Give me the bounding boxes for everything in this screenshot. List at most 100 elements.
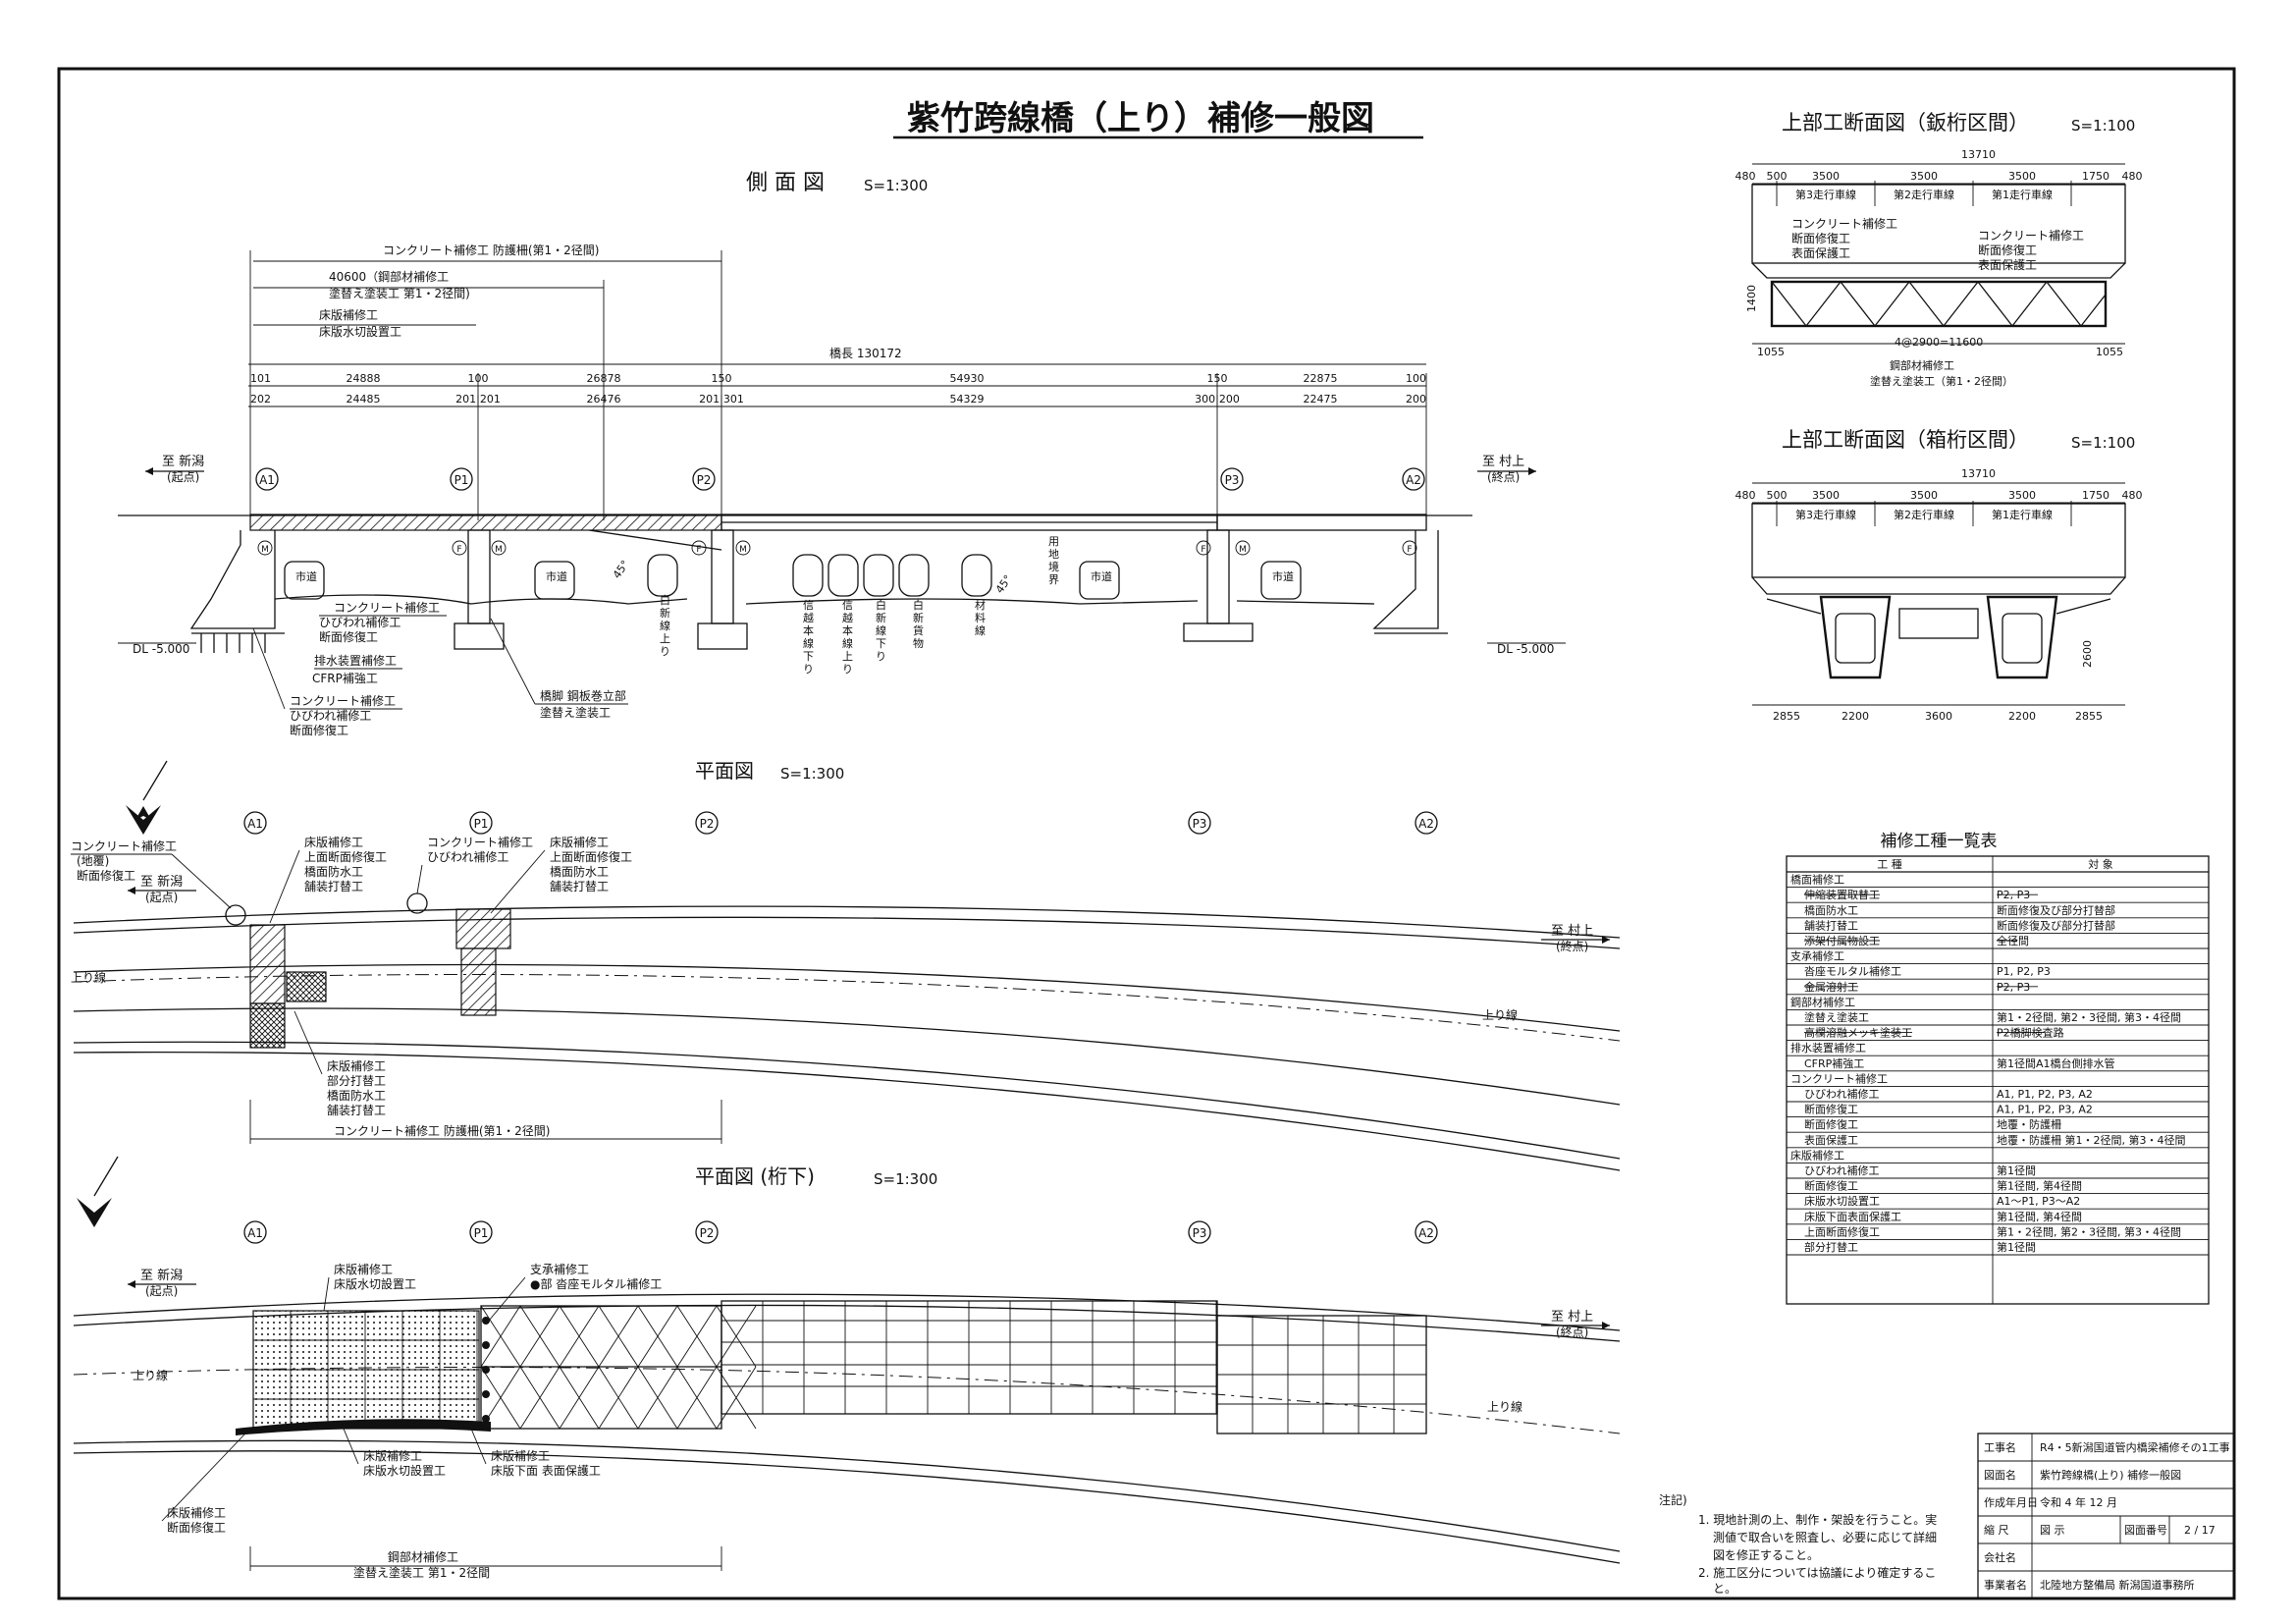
note-1-a: 1. 現地計測の上、制作・架設を行うこと。実 [1698, 1512, 1937, 1527]
section-box-scale: S=1:100 [2071, 434, 2135, 452]
rail-line-label: 白新線上り [660, 593, 670, 658]
under-edge-4 [73, 1450, 1621, 1564]
plate-callout-right-c: 表面保護工 [1978, 257, 2037, 272]
callout-5-a: 橋脚 鋼板巻立部 [540, 688, 626, 703]
title-block-value: 図 示 [2040, 1524, 2065, 1537]
ground-profile-1 [274, 594, 688, 605]
plan-under-scale: S=1:300 [874, 1170, 937, 1188]
section-dim: 3500 [1910, 489, 1938, 502]
under-dim-a: 鋼部材補修工 [388, 1549, 458, 1564]
section-dim: 500 [1767, 170, 1788, 183]
support-circle [469, 1220, 493, 1244]
plan-arrow-niigata-head [128, 887, 135, 894]
arrow-niigata-head [145, 467, 153, 475]
section-dim: 3500 [1812, 170, 1840, 183]
plan-origin: (起点) [145, 891, 178, 904]
plan-under-heading: 平面図 (桁下) [695, 1164, 815, 1188]
under-span-3 [721, 1300, 1218, 1415]
table-row-type: 床版水切設置工 [1804, 1194, 1880, 1208]
table-row-type: 沓座モルタル補修工 [1804, 964, 1901, 978]
table-row-target: 第1径間 [1997, 1240, 2036, 1254]
plan-p1-leader [416, 864, 423, 894]
box-bottom-dim: 2200 [1842, 710, 1869, 723]
plan-deck1-leader [269, 849, 300, 924]
origin-label: (起点) [167, 470, 199, 484]
dim-row-1-value: 24888 [347, 372, 381, 385]
support-label: A2 [1406, 473, 1421, 487]
support-circle [695, 811, 719, 835]
table-row-target: 断面修復及び部分打替部 [1997, 903, 2115, 917]
dim-guardrail-label: コンクリート補修工 防護柵(第1・2径間) [383, 243, 599, 257]
sheet-border [57, 67, 2236, 1600]
plate-deck-slab [1751, 262, 2126, 279]
support-circle [695, 1220, 719, 1244]
support-label: P2 [700, 817, 715, 831]
rail-line-label: 白新貨物 [913, 598, 924, 650]
support-circle [1188, 1220, 1211, 1244]
table-row-type: コンクリート補修工 [1790, 1071, 1888, 1085]
rail-line-label: 信越本線上り [842, 599, 853, 676]
section-dim: 480 [1735, 170, 1756, 183]
under-b1-leader [343, 1428, 359, 1465]
callout-2: 排水装置補修工 [314, 653, 397, 668]
under-deck-a: 床版補修工 [334, 1262, 393, 1276]
callout-1-c: 断面修復工 [319, 629, 378, 644]
table-row-type: 鋼部材補修工 [1790, 995, 1855, 1008]
box-bottom-dim: 2855 [1773, 710, 1800, 723]
table-row-target: A1, P1, P2, P3, A2 [1997, 1088, 2093, 1101]
section-dim: 1750 [2082, 489, 2109, 502]
plan-to-niigata: 至 新潟 [140, 874, 183, 890]
under-dim-b: 塗替え塗装工 第1・2径間 [353, 1565, 490, 1580]
table-row-target: 第1径間A1橋台側排水管 [1997, 1056, 2115, 1070]
bearing-marker [491, 540, 507, 556]
callout-4-c: 断面修復工 [290, 723, 348, 737]
rail-line-label: 白新線下り [876, 598, 886, 663]
plan-repair-5 [460, 947, 497, 1016]
callout-4-leader-2 [252, 627, 286, 710]
table-row-type: ひびわれ補修工 [1804, 1163, 1879, 1177]
dl-left: DL -5.000 [133, 642, 189, 656]
support-label: P2 [700, 1226, 715, 1240]
table-row-target: P2, P3 [1997, 981, 2030, 994]
plate-bottom-left: 1055 [1757, 346, 1785, 358]
table-row-type: 塗替え塗装工 [1804, 1010, 1869, 1024]
table-row-type: 支承補修工 [1790, 949, 1844, 963]
under-b2-leader [470, 1428, 487, 1465]
box-bottom-dim: 2855 [2075, 710, 2103, 723]
plan-deck1-a: 床版補修工 [304, 835, 363, 849]
table-row-target: 地覆・防護柵 [1997, 1117, 2061, 1131]
under-bearing-dots [482, 1317, 490, 1423]
under-b3-b: 断面修復工 [167, 1520, 226, 1535]
under-edge-3 [73, 1439, 1621, 1552]
road-label-2: 市道 [546, 569, 567, 583]
bearing-type: F [1201, 545, 1205, 555]
plan-bottom-b: 部分打替工 [327, 1073, 386, 1088]
road-box-4 [1260, 561, 1302, 600]
table-header: 対 象 [2088, 857, 2113, 871]
bearing-marker [452, 540, 467, 556]
box-bottom-dim: 3600 [1925, 710, 1952, 723]
pier-p1 [467, 529, 491, 624]
lane-label: 第2走行車線 [1894, 508, 1954, 521]
footing-p3 [1183, 622, 1254, 642]
table-row-type: 断面修復工 [1804, 1117, 1858, 1131]
angle-1: 45° [611, 558, 632, 580]
arrow-murakami-head [1528, 467, 1536, 475]
footing-p1 [454, 622, 505, 650]
plan-deck1-b: 上面断面修復工 [304, 849, 387, 864]
support-label: A1 [247, 817, 263, 831]
callout-1-a: コンクリート補修工 [334, 600, 440, 615]
note-2-b: と。 [1713, 1582, 1736, 1596]
under-bearing-leader [488, 1276, 526, 1322]
support-label: P1 [474, 1226, 489, 1240]
title-block-value: 令和 4 年 12 月 [2040, 1495, 2117, 1509]
under-to-niigata: 至 新潟 [140, 1268, 183, 1283]
under-arrow-niigata-head [128, 1280, 135, 1288]
plate-callout-right-a: コンクリート補修工 [1978, 228, 2084, 243]
